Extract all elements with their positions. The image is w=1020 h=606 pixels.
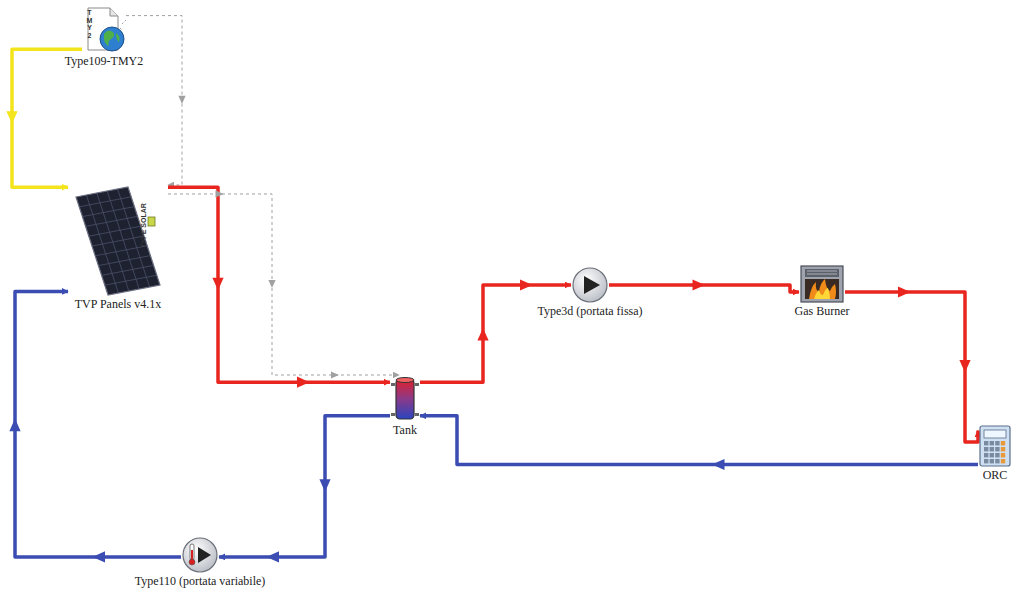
pipe-line xyxy=(219,416,390,557)
component-block: TVP Panels v4.1x xyxy=(68,185,168,313)
icon-graphic xyxy=(978,424,1012,468)
component-block: Type3d (portata fissa) xyxy=(535,266,644,320)
pipe-connector xyxy=(219,416,390,563)
flow-arrow xyxy=(268,280,275,288)
pipe-line xyxy=(168,194,399,375)
flow-arrow xyxy=(693,279,706,290)
pipe-connector xyxy=(845,286,978,442)
component-icon xyxy=(181,536,219,574)
pipe-connector xyxy=(168,190,399,378)
pipe-connector xyxy=(6,49,82,187)
flow-arrow xyxy=(92,551,105,562)
flow-arrow xyxy=(319,479,330,492)
component-label: Type3d (portata fissa) xyxy=(535,304,644,320)
icon-letters: TMY2 xyxy=(86,9,93,40)
component-label: Type109-TMY2 xyxy=(63,54,145,70)
flow-arrow xyxy=(520,279,533,290)
pipe-connector xyxy=(609,279,799,292)
icon-graphic xyxy=(68,185,168,297)
pipe-line xyxy=(168,187,390,382)
flow-arrow xyxy=(898,286,911,297)
pipe-line xyxy=(420,285,571,382)
pipe-line xyxy=(15,291,181,557)
component-icon xyxy=(978,424,1012,468)
flow-arrow xyxy=(331,371,339,378)
component-icon xyxy=(390,375,420,423)
flow-arrow xyxy=(6,111,17,124)
flow-arrow xyxy=(297,377,310,388)
flow-arrow xyxy=(266,551,279,562)
component-block: Type109-TMY2 xyxy=(63,6,145,70)
component-block: Type110 (portata variabile) xyxy=(133,536,268,590)
component-block: ORC xyxy=(978,424,1012,484)
component-label: Gas Burner xyxy=(793,304,852,320)
component-icon xyxy=(571,266,609,304)
pipe-line xyxy=(609,285,799,292)
pipe-connector xyxy=(168,187,390,388)
component-label: Type110 (portata variabile) xyxy=(133,574,268,590)
flow-arrow xyxy=(959,360,970,373)
flow-arrow xyxy=(9,419,20,432)
component-block: Gas Burner xyxy=(793,264,852,320)
pipe-line xyxy=(845,292,978,442)
component-label: TVP Panels v4.1x xyxy=(73,297,164,313)
icon-graphic xyxy=(799,264,845,304)
component-label: Tank xyxy=(391,423,419,439)
flow-arrow xyxy=(712,459,725,470)
component-icon xyxy=(799,264,845,304)
flow-arrow xyxy=(216,190,224,197)
icon-graphic xyxy=(390,375,420,423)
flow-arrow xyxy=(178,96,185,104)
flow-arrow xyxy=(477,328,488,341)
pipe-line xyxy=(420,416,978,465)
component-label: ORC xyxy=(981,468,1010,484)
pipe-line xyxy=(126,16,182,185)
icon-graphic xyxy=(571,266,609,304)
icon-graphic xyxy=(181,536,219,574)
pipe-connector xyxy=(420,416,978,470)
pipe-line xyxy=(12,49,82,187)
pipe-connector xyxy=(9,291,181,562)
component-icon xyxy=(68,185,168,297)
pipe-connector xyxy=(420,279,571,382)
flow-arrow xyxy=(212,278,223,291)
connector-tag: TYPE SOLAR xyxy=(140,203,147,248)
pipe-connector xyxy=(126,16,186,185)
component-block: Tank xyxy=(390,375,420,439)
